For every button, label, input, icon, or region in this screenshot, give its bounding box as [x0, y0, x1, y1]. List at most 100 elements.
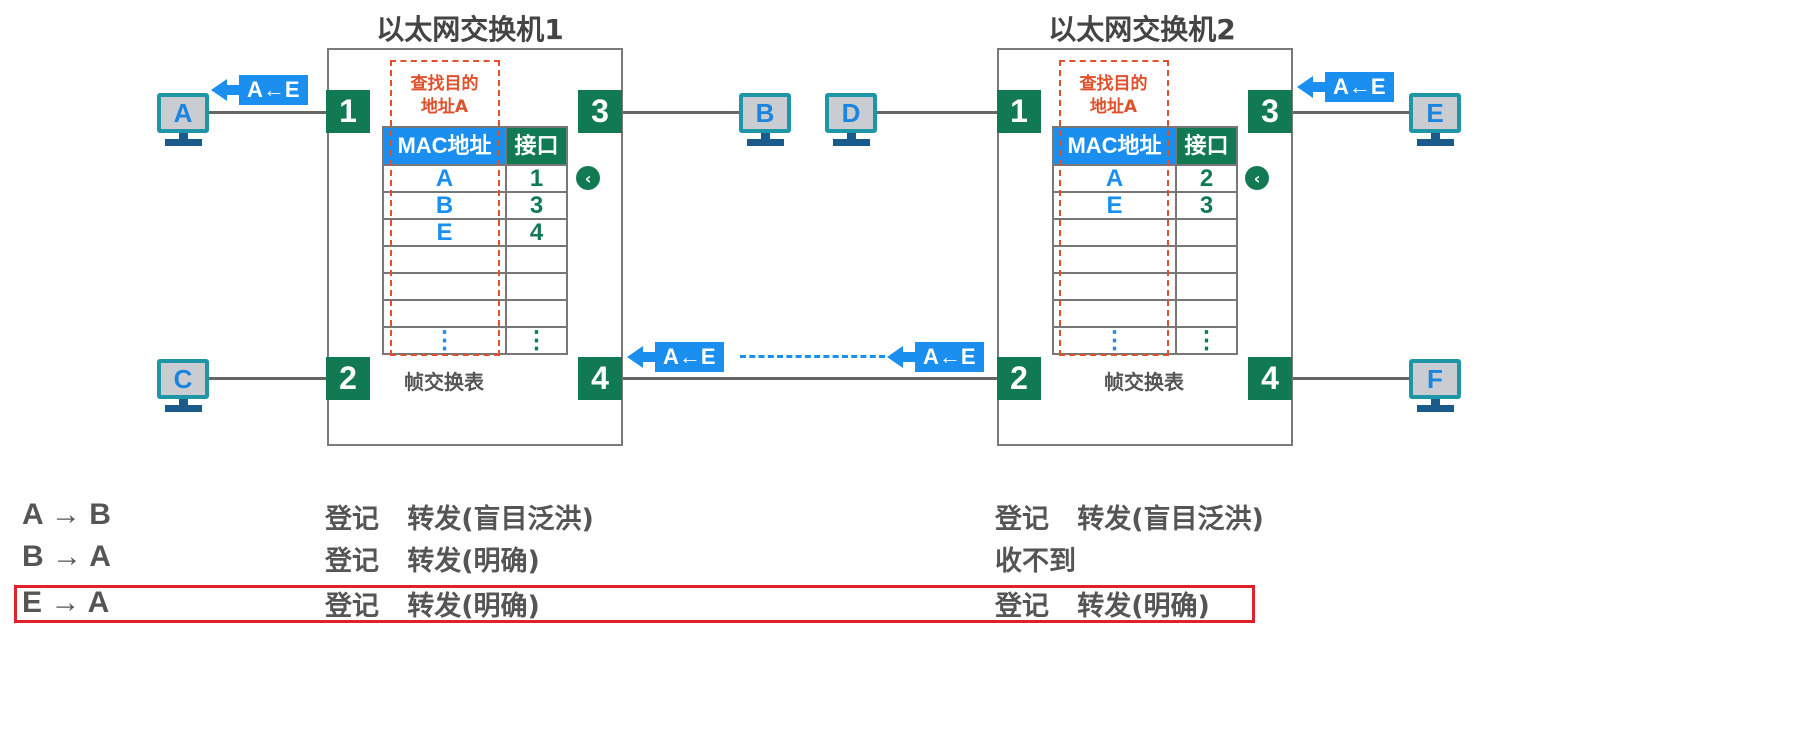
switch2-port-1: 1 — [997, 90, 1041, 133]
flow-label: E → A — [22, 586, 110, 619]
chevron-left-icon[interactable]: ‹ — [1245, 166, 1269, 190]
link-s2p3-e — [1290, 111, 1412, 114]
switch1-action: 登记 转发(明确) — [325, 591, 540, 622]
switch2-port-2: 2 — [997, 357, 1041, 400]
mac-cell: ⋮ — [1052, 326, 1177, 355]
frame-at-s2p2: A←E — [887, 342, 984, 372]
current-step-highlight — [14, 585, 1255, 623]
port-header: 接口 — [1175, 126, 1238, 166]
table-row — [1052, 218, 1238, 247]
switch1-port-4: 4 — [578, 357, 622, 400]
mac-cell: B — [382, 191, 507, 220]
link-s1p4-s2p2 — [620, 377, 1000, 380]
switch1-port-1: 1 — [326, 90, 370, 133]
switch1-port-2: 2 — [326, 357, 370, 400]
port-cell — [1175, 218, 1238, 247]
frame-path-dashed — [740, 355, 885, 358]
port-cell — [1175, 272, 1238, 301]
port-cell: 3 — [505, 191, 568, 220]
switch1-port-3: 3 — [578, 90, 622, 133]
arrow-left-icon — [887, 346, 903, 368]
port-cell — [1175, 245, 1238, 274]
flow-label: A → B — [22, 498, 111, 531]
mac-cell — [1052, 218, 1177, 247]
host-d: D — [825, 93, 877, 151]
table-row — [1052, 299, 1238, 328]
port-cell: 2 — [1175, 164, 1238, 193]
switch2-port-3: 3 — [1248, 90, 1292, 133]
computer-icon: F — [1409, 359, 1461, 399]
host-e: E — [1409, 93, 1461, 151]
port-cell — [505, 245, 568, 274]
port-cell: ⋮ — [1175, 326, 1238, 355]
mac-cell: A — [382, 164, 507, 193]
port-cell: 4 — [505, 218, 568, 247]
link-d-s2p1 — [876, 111, 998, 114]
port-cell — [505, 299, 568, 328]
mac-header: MAC地址 — [1052, 126, 1177, 166]
host-c: C — [157, 359, 209, 417]
table-row — [382, 299, 568, 328]
switch1-action: 登记 转发(盲目泛洪) — [325, 504, 594, 535]
port-cell: 1 — [505, 164, 568, 193]
lookup-line: 查找目的 — [1079, 74, 1148, 94]
mac-cell: E — [1052, 191, 1177, 220]
link-a-s1p1 — [208, 111, 328, 114]
frame-to-a: A←E — [211, 75, 308, 105]
switch2-action: 登记 转发(明确) — [995, 591, 1210, 622]
lookup-line: 地址A — [420, 97, 469, 117]
computer-icon: C — [157, 359, 209, 399]
switch2-title: 以太网交换机2 — [1048, 13, 1236, 46]
computer-icon: D — [825, 93, 877, 133]
table-row — [382, 272, 568, 301]
chevron-left-icon[interactable]: ‹ — [576, 166, 600, 190]
mac-cell — [1052, 272, 1177, 301]
mac-cell — [1052, 245, 1177, 274]
port-cell — [505, 272, 568, 301]
host-a: A — [157, 93, 209, 151]
switch1-lookup-highlight — [390, 60, 500, 356]
table-row — [1052, 272, 1238, 301]
switch2-lookup-label: 查找目的 地址A — [1059, 73, 1168, 119]
mac-header: MAC地址 — [382, 126, 507, 166]
switch2-lookup-highlight — [1059, 60, 1169, 356]
computer-icon: E — [1409, 93, 1461, 133]
mac-cell: ⋮ — [382, 326, 507, 355]
host-b: B — [739, 93, 791, 151]
frame-from-e: A←E — [1297, 72, 1394, 102]
arrow-left-icon — [1297, 76, 1313, 98]
port-cell — [1175, 299, 1238, 328]
switch1-lookup-label: 查找目的 地址A — [390, 73, 499, 119]
computer-icon: A — [157, 93, 209, 133]
computer-icon: B — [739, 93, 791, 133]
flow-label: B → A — [22, 540, 111, 573]
arrow-left-icon — [627, 346, 643, 368]
switch2-port-4: 4 — [1248, 357, 1292, 400]
mac-cell: A — [1052, 164, 1177, 193]
port-cell: 3 — [1175, 191, 1238, 220]
port-cell: ⋮ — [505, 326, 568, 355]
frame-at-s1p4: A←E — [627, 342, 724, 372]
frame-label: A←E — [239, 75, 308, 105]
link-s2p4-f — [1290, 377, 1412, 380]
mac-cell — [382, 272, 507, 301]
table-row: ⋮⋮ — [1052, 326, 1238, 355]
frame-label: A←E — [1325, 72, 1394, 102]
link-s1p3-b — [620, 111, 742, 114]
mac-cell — [382, 245, 507, 274]
arrow-left-icon — [211, 79, 227, 101]
switch2-action: 收不到 — [995, 546, 1076, 577]
switch2-table-caption: 帧交换表 — [1104, 370, 1184, 394]
switch1-title: 以太网交换机1 — [376, 13, 564, 46]
table-row — [1052, 245, 1238, 274]
frame-label: A←E — [655, 342, 724, 372]
mac-cell: E — [382, 218, 507, 247]
mac-cell — [382, 299, 507, 328]
